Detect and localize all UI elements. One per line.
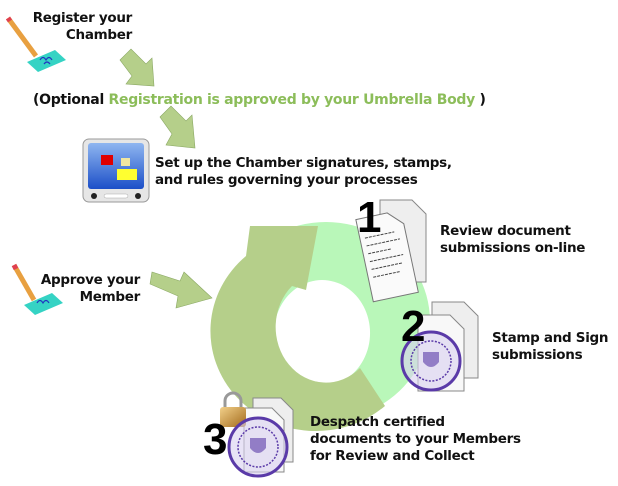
pencil-paper-icon (11, 263, 63, 315)
padlock-icon (220, 391, 246, 427)
review-step-label: Review document submissions on-line (440, 223, 585, 257)
register-step-label: Register your Chamber (20, 10, 133, 44)
optional-approval-label: (Optional Registration is approved by yo… (33, 92, 486, 109)
arrow-icon (149, 271, 213, 309)
highlight-text: Registration is approved by your Umbrell… (108, 92, 476, 108)
step-number: 2 (401, 302, 426, 351)
text-line: submissions (492, 347, 583, 363)
arrow-icon (119, 48, 155, 87)
monitor-icon (82, 138, 150, 203)
stamp-step-label: Stamp and Sign submissions (492, 330, 609, 364)
text-line: Stamp and Sign (492, 330, 609, 346)
arrow-icon (159, 105, 196, 149)
text-line: and rules governing your processes (155, 172, 418, 188)
text-part: ) (474, 92, 486, 108)
step-number: 1 (357, 193, 382, 242)
text-line: Register your (32, 10, 133, 26)
despatch-step-label: Despatch certified documents to your Mem… (310, 414, 521, 465)
text-line: for Review and Collect (310, 448, 475, 464)
stamp-seal-icon (227, 416, 289, 478)
text-line: Despatch certified (310, 414, 445, 430)
approve-step-label: Approve your Member (30, 272, 140, 306)
text-line: Member (79, 289, 141, 305)
text-line: Review document (440, 223, 571, 239)
text-line: Approve your (40, 272, 140, 288)
text-line: documents to your Members (310, 431, 521, 447)
setup-step-label: Set up the Chamber signatures, stamps, a… (155, 155, 452, 189)
stamp-seal-icon (400, 330, 462, 392)
text-line: Set up the Chamber signatures, stamps, (155, 155, 452, 171)
text-line: submissions on-line (440, 240, 586, 256)
text-line: Chamber (65, 27, 132, 43)
text-part: (Optional (33, 92, 109, 108)
document-icon (355, 199, 427, 303)
pencil-paper-icon (5, 16, 66, 72)
step-number: 3 (203, 415, 228, 464)
